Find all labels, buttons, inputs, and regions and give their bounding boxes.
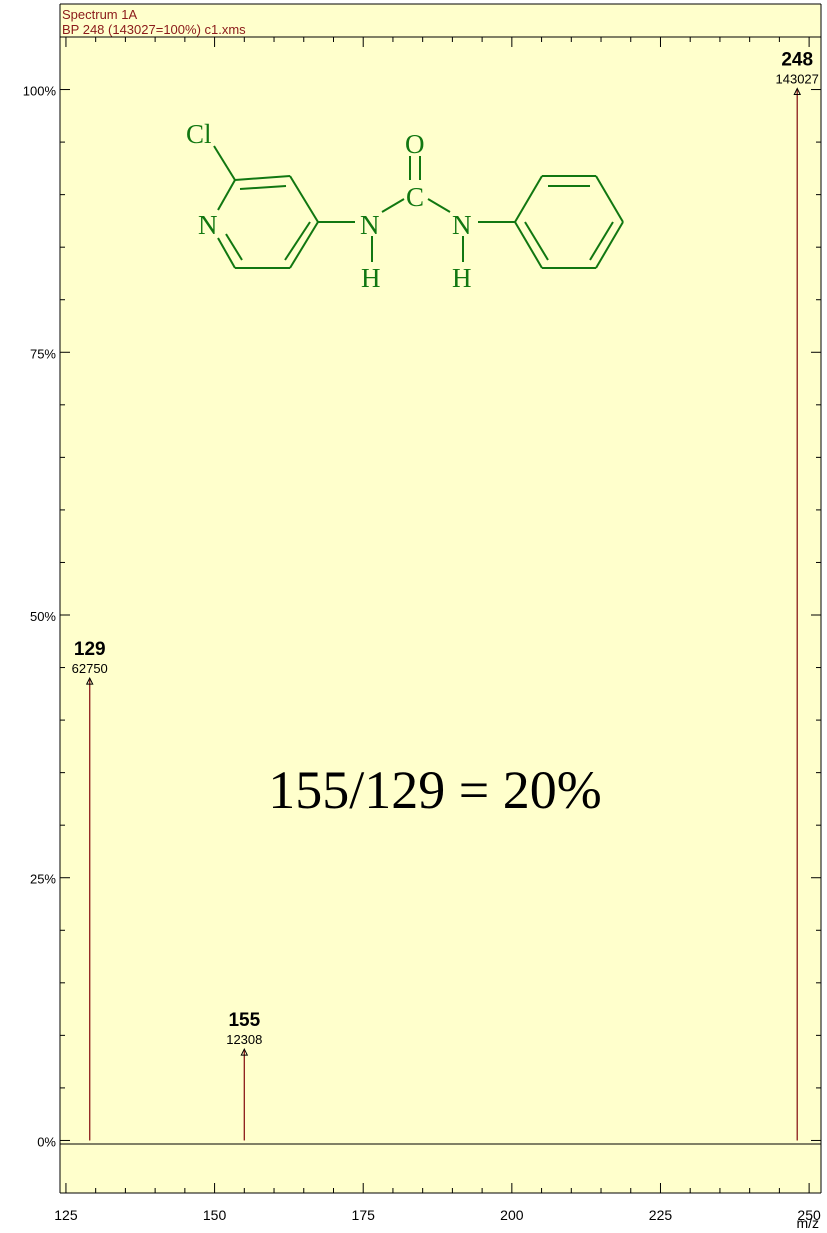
y-tick-label: 25% <box>30 872 56 887</box>
atom-n1: N <box>360 210 380 240</box>
bond <box>239 185 287 190</box>
bond <box>217 237 236 269</box>
header-background <box>60 4 821 37</box>
x-tick-label: 225 <box>649 1207 673 1223</box>
peak-abundance-label: 62750 <box>72 661 108 676</box>
x-axis-label: m/z <box>796 1215 819 1231</box>
x-tick-label: 125 <box>54 1207 78 1223</box>
bond <box>217 179 236 211</box>
x-tick-label: 200 <box>500 1207 524 1223</box>
y-tick-label: 50% <box>30 609 56 624</box>
plot-background <box>60 37 821 1193</box>
bond <box>524 221 549 261</box>
spectrum-title: Spectrum 1A <box>62 7 137 22</box>
y-tick-label: 0% <box>37 1134 56 1149</box>
bond <box>381 198 405 213</box>
y-tick-label: 100% <box>23 84 57 99</box>
bond <box>289 175 319 223</box>
peak-mz-label: 155 <box>228 1010 260 1031</box>
peak-mz-label: 129 <box>74 639 106 660</box>
y-ticks: 0% 25% 50% 75% 100% <box>23 84 821 1149</box>
bond <box>427 198 451 213</box>
axes <box>59 3 822 1194</box>
atom-h1: H <box>361 263 381 293</box>
atom-n2: N <box>452 210 472 240</box>
atom-n-ring: N <box>198 210 218 240</box>
peak-marker <box>85 676 94 685</box>
bond <box>589 221 614 261</box>
bond <box>284 221 311 261</box>
spectrum-subtitle: BP 248 (143027=100%) c1.xms <box>62 22 246 37</box>
x-tick-label: 150 <box>203 1207 227 1223</box>
peak-marker <box>793 87 802 96</box>
atom-cl: Cl <box>186 119 212 149</box>
bond <box>514 221 543 269</box>
ratio-annotation: 155/129 = 20% <box>268 760 601 820</box>
chemical-structure <box>213 145 624 269</box>
atom-o: O <box>405 129 425 159</box>
peak-marker <box>240 1047 249 1056</box>
bond <box>234 175 291 181</box>
bond <box>213 145 236 181</box>
peak-abundance-label: 12308 <box>226 1032 262 1047</box>
atom-h2: H <box>452 263 472 293</box>
bond <box>289 221 319 269</box>
peak-mz-label: 248 <box>781 50 813 71</box>
x-tick-label: 250 <box>797 1207 821 1223</box>
bond <box>514 175 543 223</box>
peak-abundance-label: 143027 <box>776 72 819 87</box>
bond <box>595 175 624 223</box>
x-tick-label: 175 <box>352 1207 376 1223</box>
atom-labels: Cl N N H C O N H <box>186 119 472 293</box>
bond <box>225 233 243 261</box>
atom-c: C <box>406 182 424 212</box>
bond <box>595 221 624 269</box>
y-tick-label: 75% <box>30 346 56 361</box>
